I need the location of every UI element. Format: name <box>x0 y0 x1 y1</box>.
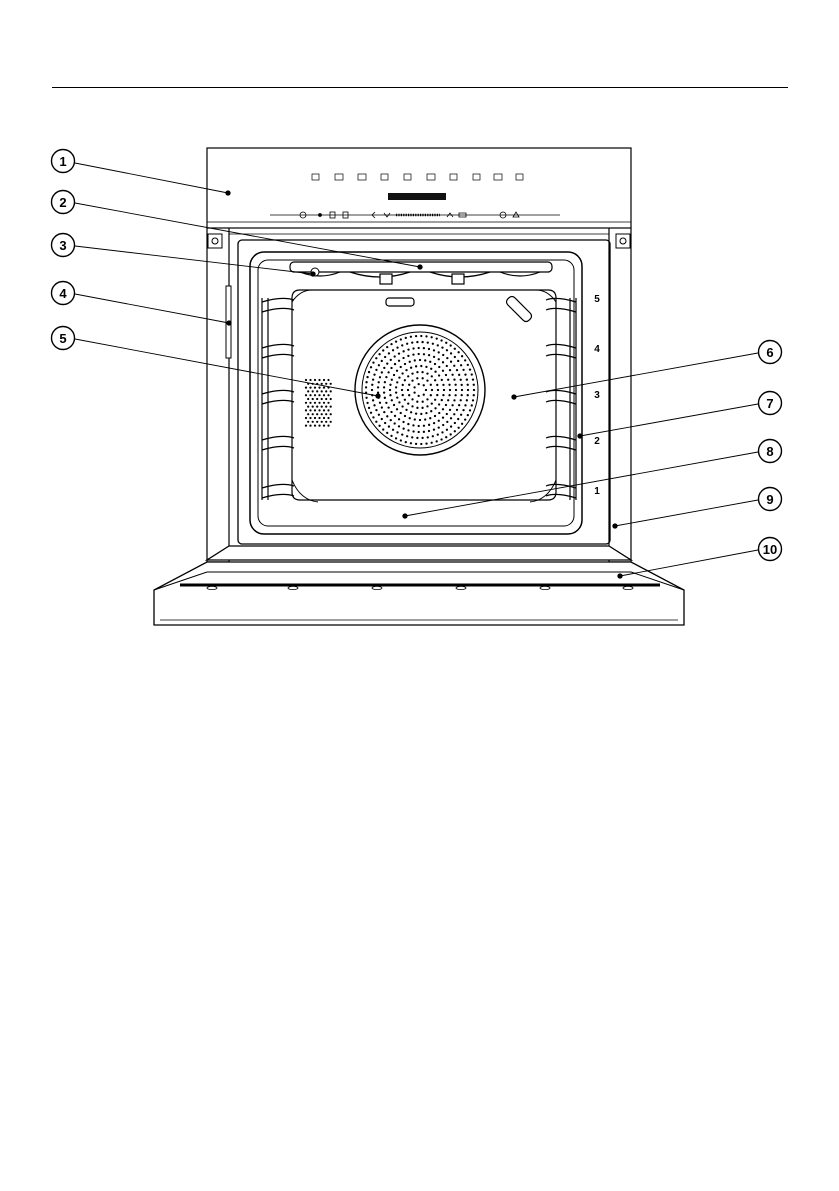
shelf-level-4: 4 <box>594 344 600 355</box>
svg-text:6: 6 <box>766 345 773 360</box>
svg-text:9: 9 <box>766 492 773 507</box>
callout-3: 3 <box>52 234 75 257</box>
mounting-screw-right <box>616 234 630 248</box>
svg-text:1: 1 <box>59 154 66 169</box>
svg-text:7: 7 <box>766 396 773 411</box>
callout-4: 4 <box>52 282 75 305</box>
light-icon <box>319 214 322 217</box>
display <box>388 193 446 200</box>
mounting-screw-left <box>208 234 222 248</box>
cavity-vent-slot <box>386 298 414 306</box>
shelf-level-2: 2 <box>594 436 600 447</box>
side-runners-left <box>262 298 294 500</box>
ring-heating-element-fan-cover <box>355 325 485 455</box>
callout-7: 7 <box>759 392 782 415</box>
side-runners-right <box>546 298 576 500</box>
svg-text:4: 4 <box>59 286 67 301</box>
svg-text:3: 3 <box>59 238 66 253</box>
shelf-level-5: 5 <box>594 294 600 305</box>
svg-text:2: 2 <box>59 195 66 210</box>
callout-8: 8 <box>759 440 782 463</box>
callout-6: 6 <box>759 341 782 364</box>
svg-text:8: 8 <box>766 444 773 459</box>
callout-5: 5 <box>52 327 75 350</box>
shelf-level-1: 1 <box>594 486 600 497</box>
control-panel <box>207 148 631 228</box>
svg-text:5: 5 <box>59 331 66 346</box>
callout-9: 9 <box>759 488 782 511</box>
oven-door <box>154 546 684 625</box>
svg-text:10: 10 <box>763 542 777 557</box>
callout-10: 10 <box>759 538 782 561</box>
shelf-level-labels: 5 4 3 2 1 <box>594 294 600 497</box>
callout-1: 1 <box>52 150 75 173</box>
shelf-level-3: 3 <box>594 390 600 401</box>
air-intake-vent <box>305 379 332 427</box>
oven-lighting <box>505 295 533 323</box>
callout-2: 2 <box>52 191 75 214</box>
